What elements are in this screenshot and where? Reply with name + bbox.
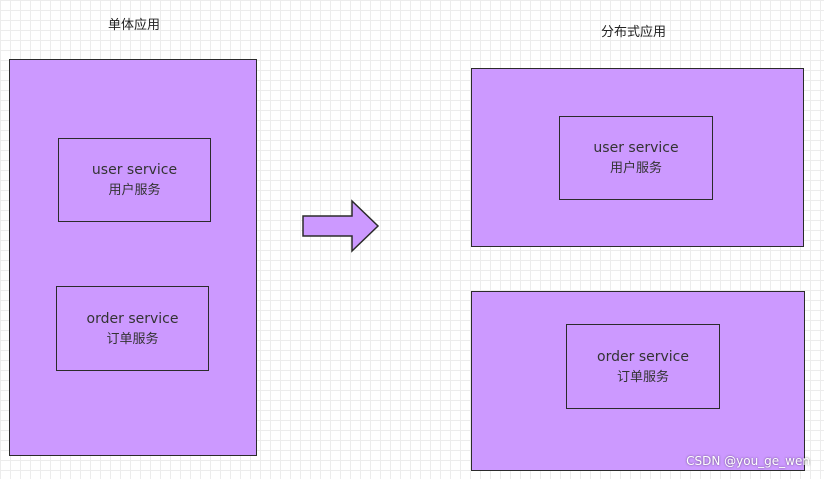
monolith-order-service: order service 订单服务 [56,286,209,371]
csdn-watermark: CSDN @you_ge_wen [686,454,810,468]
distributed-order-service-en: order service [597,348,689,365]
monolith-container: user service 用户服务 order service 订单服务 [9,59,257,456]
distributed-caption: 分布式应用 [601,25,667,40]
distributed-user-service-en: user service [593,140,679,156]
monolith-user-service-cn: 用户服务 [108,183,161,198]
distributed-order-container: order service 订单服务 [471,291,805,471]
distributed-user-service: user service 用户服务 [559,116,713,200]
monolith-user-service: user service 用户服务 [58,138,211,222]
right-arrow-icon [302,199,380,253]
monolith-order-service-cn: 订单服务 [106,331,159,347]
monolith-order-service-en: order service [86,310,179,327]
monolith-caption: 单体应用 [108,18,161,33]
distributed-order-service: order service 订单服务 [566,324,720,409]
monolith-user-service-en: user service [91,162,178,178]
distributed-user-container: user service 用户服务 [471,68,804,247]
distributed-user-service-cn: 用户服务 [609,161,662,176]
distributed-order-service-cn: 订单服务 [616,369,669,385]
